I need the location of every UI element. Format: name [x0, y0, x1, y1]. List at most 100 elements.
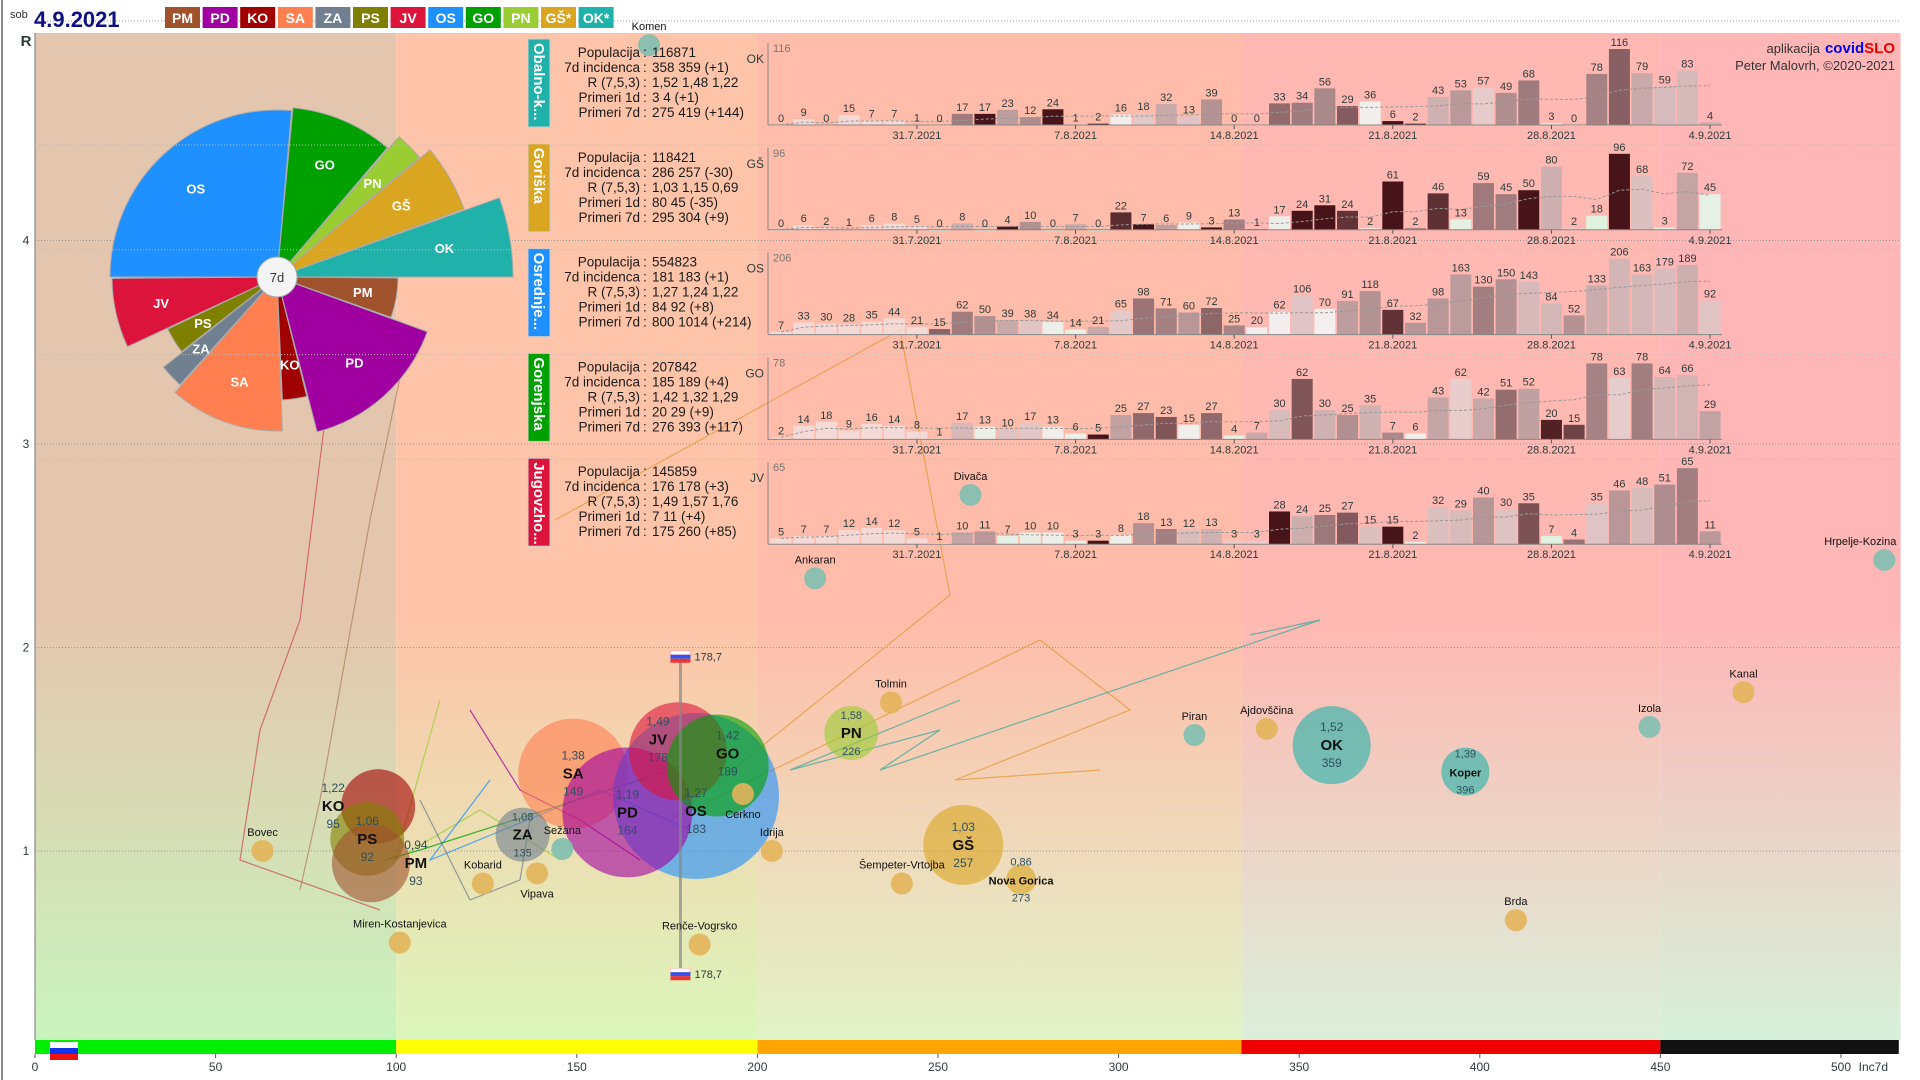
pie-slice-shape — [276, 107, 389, 279]
bubble-code: ZA — [513, 827, 533, 844]
bar-value-label: 0 — [1095, 218, 1101, 230]
stat-value: 1,27 1,24 1,22 — [652, 285, 738, 300]
bar — [1269, 511, 1291, 545]
stat-colon: : — [643, 270, 647, 285]
legend-chip-bg — [315, 7, 351, 28]
stat-value: 1,49 1,57 1,76 — [652, 494, 738, 509]
pie-slice-shape — [111, 276, 278, 348]
bar — [1178, 222, 1200, 230]
bar — [1631, 73, 1653, 125]
bar-value-label: 1 — [1254, 217, 1260, 229]
chart-region-code: GO — [745, 366, 764, 380]
legend-chip-bg — [503, 7, 539, 28]
bar-value-label: 18 — [1137, 511, 1149, 523]
bar-value-label: 18 — [1137, 101, 1149, 113]
chart-max-label: 206 — [773, 253, 791, 265]
bar — [1676, 264, 1698, 335]
bar — [1540, 123, 1562, 125]
legend-chip-label: PS — [361, 10, 380, 26]
bar-value-label: 3 — [1208, 215, 1214, 227]
stat-colon: : — [643, 165, 647, 180]
legend-chip-bg — [541, 7, 576, 28]
bar — [1291, 210, 1313, 230]
bar — [1427, 397, 1449, 440]
date-tick-label: 14.8.2021 — [1210, 340, 1259, 352]
date-tick-label: 28.8.2021 — [1527, 340, 1576, 352]
bubble-code: PD — [617, 804, 638, 821]
bar-value-label: 15 — [933, 317, 945, 329]
municipality-name: Ajdovščina — [1240, 705, 1294, 717]
stat-label: Primeri 1d — [578, 90, 640, 105]
x-tick-label: 300 — [1109, 1060, 1129, 1074]
date-tick-label: 31.7.2021 — [892, 235, 941, 247]
bar — [974, 316, 996, 335]
bar-value-label: 1 — [846, 217, 852, 229]
legend-chip-bg — [165, 7, 200, 28]
bar-value-label: 18 — [820, 410, 832, 422]
region-bubble-GŠ — [923, 804, 1004, 885]
bubble-r-value: 1,38 — [562, 749, 586, 763]
pie-slice-GŠ: GŠ — [276, 149, 465, 278]
gridlines — [34, 20, 1900, 1040]
region-bubble-OK — [1292, 706, 1371, 785]
region-name-tag — [527, 248, 551, 338]
bar — [861, 120, 883, 125]
stat-value: 181 183 (+1) — [652, 270, 729, 285]
chart-region-code: GŠ — [747, 156, 764, 171]
stat-label: 7d incidenca — [564, 165, 640, 180]
bar-value-label: 8 — [914, 420, 920, 432]
bar-value-label: 8 — [891, 211, 897, 223]
pie-slice-label: PM — [353, 285, 373, 300]
bar — [951, 532, 973, 545]
bar-value-label: 15 — [1364, 515, 1376, 527]
bar-value-label: 24 — [1296, 199, 1308, 211]
bar — [1699, 194, 1721, 230]
bar — [1586, 215, 1608, 230]
bar-value-label: 83 — [1681, 59, 1693, 71]
bar-value-label: 12 — [1183, 518, 1195, 530]
bar-value-label: 78 — [1591, 351, 1603, 363]
bar-value-label: 63 — [1613, 366, 1625, 378]
bar-value-label: 60 — [1183, 300, 1195, 312]
pie-slice-ZA: ZA — [162, 276, 278, 386]
bar-value-label: 2 — [1412, 112, 1418, 124]
bar-value-label: 10 — [1024, 210, 1036, 222]
municipality-name: Brda — [1504, 896, 1528, 908]
bar-value-label: 116 — [1611, 37, 1629, 49]
bar — [815, 323, 837, 335]
bar-value-label: 91 — [1341, 289, 1353, 301]
stat-label: Primeri 1d — [578, 509, 640, 524]
region-name: Gorenjska — [530, 357, 547, 431]
bar — [1450, 510, 1472, 545]
municipality-dot — [1873, 548, 1896, 571]
bar-value-label: 72 — [1681, 161, 1693, 173]
bubble-r-value: 0,86 — [1010, 856, 1031, 868]
y-tick-label: 4 — [23, 234, 30, 248]
trail-line-3 — [299, 329, 411, 891]
chart-region-code: JV — [750, 471, 764, 485]
municipality-name: Bovec — [247, 827, 278, 839]
stat-label: R (7,5,3) — [587, 494, 640, 509]
bar-value-label: 96 — [1613, 142, 1625, 154]
bar — [883, 223, 905, 230]
slovenia-flag-icon — [670, 650, 691, 663]
bar — [1359, 101, 1381, 125]
bar-value-label: 9 — [1186, 211, 1192, 223]
bar-value-label: 7 — [1390, 421, 1396, 433]
bar-value-label: 20 — [1545, 408, 1557, 420]
bar-value-label: 17 — [1024, 411, 1036, 423]
y-tick-label: 3 — [23, 437, 30, 451]
bar — [883, 530, 905, 545]
bar-value-label: 34 — [1296, 91, 1308, 103]
trail-line-1 — [789, 619, 1321, 771]
bar — [1042, 322, 1064, 335]
bar-value-label: 12 — [1024, 105, 1036, 117]
bars — [770, 468, 1721, 545]
stat-label: Primeri 1d — [578, 300, 640, 315]
bar — [1223, 325, 1245, 335]
bar — [1246, 432, 1268, 440]
